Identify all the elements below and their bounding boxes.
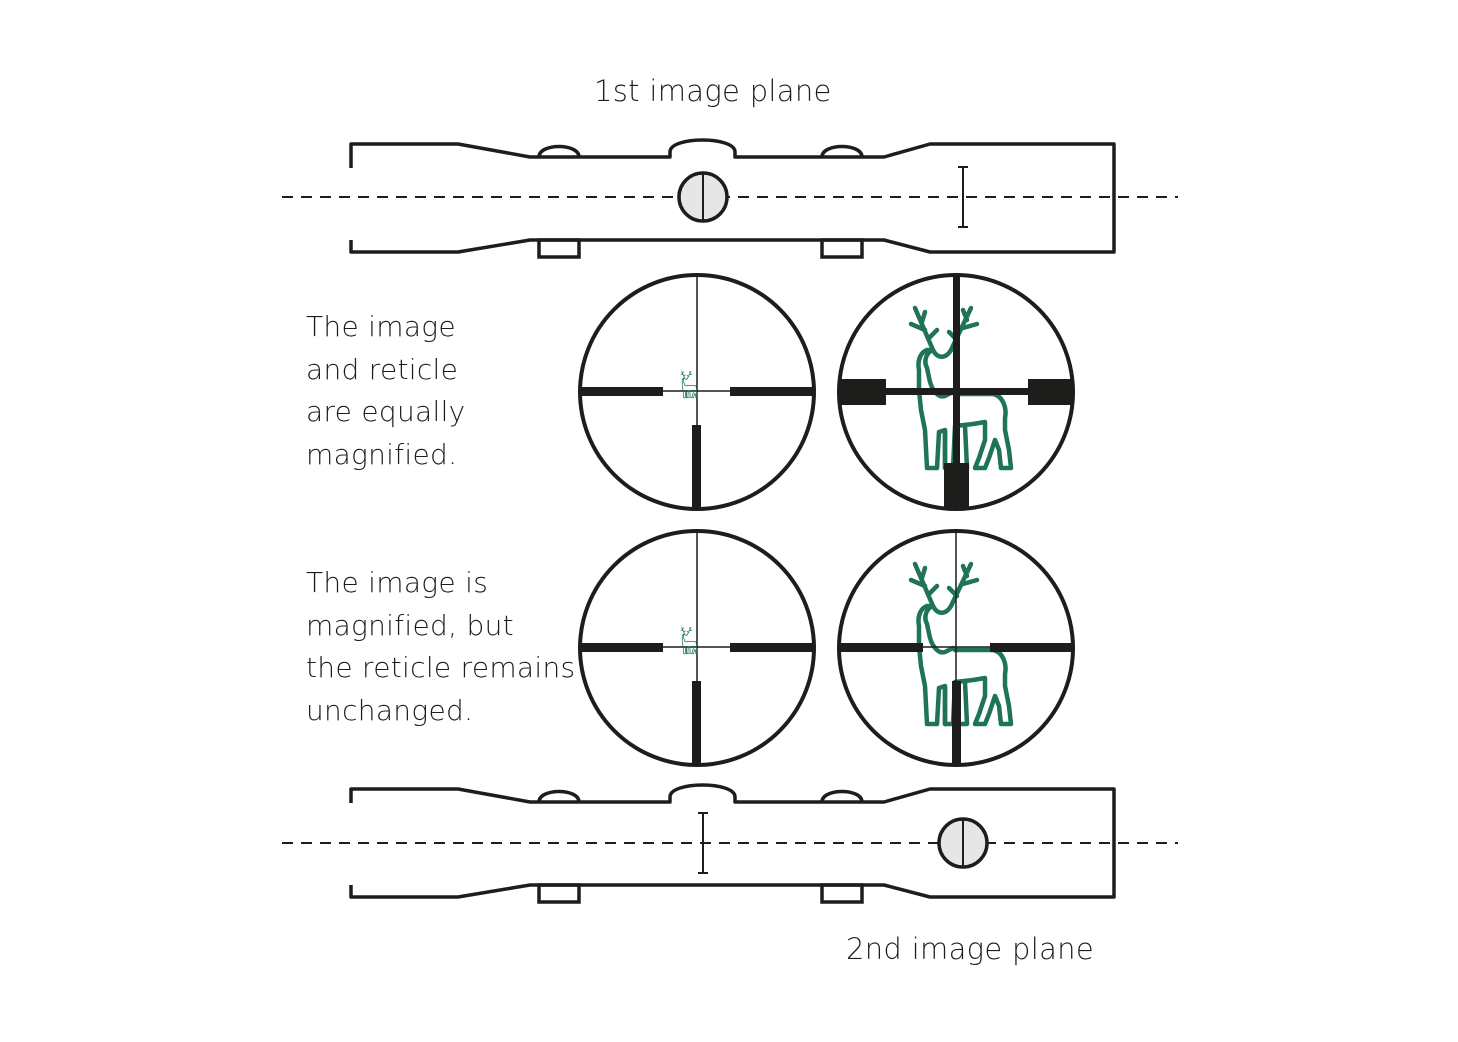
reticle-view-second-high (837, 529, 1075, 767)
mount-cap-icon (820, 789, 864, 803)
mount-foot-icon (820, 238, 864, 259)
description-line: magnified. (306, 437, 458, 471)
description-second-plane: The image is magnified, but the reticle … (306, 562, 575, 732)
lens-icon (677, 171, 729, 223)
scope-second-focal-plane (282, 783, 1178, 904)
scope-body-bottom (349, 783, 1116, 899)
reticle-view-second-low (578, 529, 816, 767)
title-first-image-plane: 1st image plane (594, 74, 832, 108)
mount-cap-icon (537, 144, 581, 158)
description-line: The image (306, 310, 456, 343)
scope-first-focal-plane (282, 138, 1178, 259)
reticle-marker-icon (698, 812, 708, 874)
description-first-plane: The image and reticle are equally magnif… (306, 306, 466, 476)
lens-icon (937, 817, 989, 869)
scope-body-top (349, 138, 1116, 254)
mount-foot-icon (537, 883, 581, 904)
reticle-view-first-high (837, 273, 1075, 511)
reticle-view-first-low (578, 273, 816, 511)
description-line: the reticle remains (306, 651, 576, 684)
description-line: are equally (306, 395, 466, 428)
title-second-image-plane: 2nd image plane (846, 932, 1094, 966)
mount-foot-icon (537, 238, 581, 259)
mount-cap-icon (820, 144, 864, 158)
description-line: magnified, but (306, 608, 514, 642)
mount-cap-icon (537, 789, 581, 803)
description-line: and reticle (306, 352, 459, 386)
description-line: unchanged. (306, 693, 474, 727)
description-line: The image is (306, 566, 489, 599)
mount-foot-icon (820, 883, 864, 904)
reticle-marker-icon (958, 166, 968, 228)
